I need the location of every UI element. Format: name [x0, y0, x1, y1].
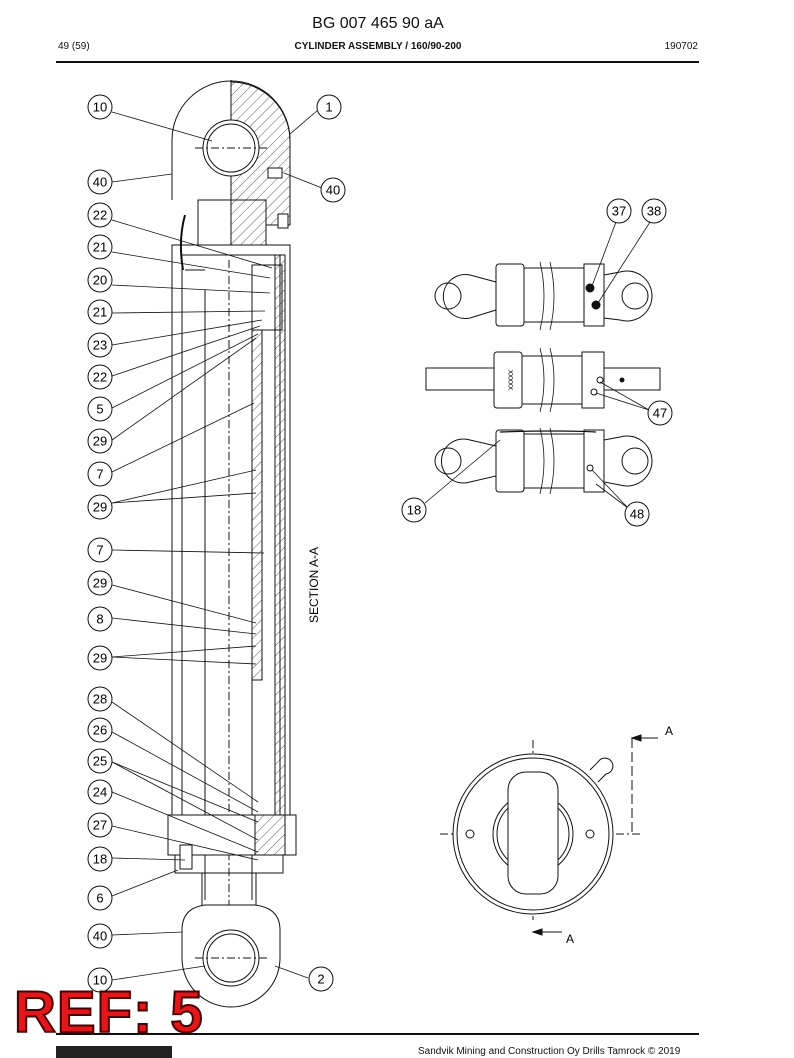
- svg-text:5: 5: [96, 402, 103, 417]
- balloon: 37: [606, 198, 632, 224]
- balloon: 18: [87, 846, 113, 872]
- balloons-views: 37 38 47 18 48: [401, 198, 673, 527]
- svg-text:10: 10: [93, 973, 107, 988]
- svg-text:27: 27: [93, 818, 107, 833]
- section-a-a-label: SECTION A-A: [307, 547, 321, 623]
- svg-text:20: 20: [93, 273, 107, 288]
- balloon: 2: [308, 966, 334, 992]
- balloon: 28: [87, 686, 113, 712]
- leader-lines: [111, 109, 323, 981]
- balloon: 10: [87, 94, 113, 120]
- balloon: 24: [87, 779, 113, 805]
- section-marker-a-top: A: [665, 724, 673, 738]
- balloon: 25: [87, 748, 113, 774]
- balloon: 7: [87, 461, 113, 487]
- balloon: 6: [87, 885, 113, 911]
- svg-text:21: 21: [93, 305, 107, 320]
- svg-text:22: 22: [93, 370, 107, 385]
- header-rule: [56, 61, 699, 63]
- balloon: 29: [87, 428, 113, 454]
- svg-text:29: 29: [93, 500, 107, 515]
- svg-text:38: 38: [647, 204, 661, 219]
- document-id: BG 007 465 90 aA: [312, 15, 444, 32]
- svg-text:40: 40: [93, 929, 107, 944]
- svg-text:23: 23: [93, 338, 107, 353]
- cylinder-view-top: [434, 261, 653, 331]
- balloons-left: 10 40 22 21 20 21 23 22 5 29 7 29 7 29 8…: [87, 94, 113, 993]
- balloon: 20: [87, 267, 113, 293]
- footer-rule: [56, 1033, 699, 1035]
- svg-text:8: 8: [96, 612, 103, 627]
- svg-text:29: 29: [93, 651, 107, 666]
- balloon: 1: [316, 94, 342, 120]
- balloon: 26: [87, 717, 113, 743]
- balloon: 10: [87, 967, 113, 993]
- svg-text:6: 6: [96, 891, 103, 906]
- svg-text:10: 10: [93, 100, 107, 115]
- balloon: 47: [647, 400, 673, 426]
- balloon: 23: [87, 332, 113, 358]
- svg-text:7: 7: [96, 543, 103, 558]
- svg-text:40: 40: [326, 183, 340, 198]
- svg-text:7: 7: [96, 467, 103, 482]
- balloon: 38: [641, 198, 667, 224]
- balloon: 27: [87, 812, 113, 838]
- balloon: 7: [87, 537, 113, 563]
- svg-text:1: 1: [325, 100, 332, 115]
- cylinder-section-view: [167, 80, 297, 1008]
- balloon: 48: [624, 501, 650, 527]
- svg-text:28: 28: [93, 692, 107, 707]
- svg-text:21: 21: [93, 240, 107, 255]
- balloon: 29: [87, 645, 113, 671]
- svg-text:37: 37: [612, 204, 626, 219]
- svg-text:26: 26: [93, 723, 107, 738]
- balloon: 22: [87, 364, 113, 390]
- balloon: 29: [87, 570, 113, 596]
- section-marker-a-bottom: A: [566, 932, 574, 946]
- svg-text:29: 29: [93, 434, 107, 449]
- brand-logo: [56, 1046, 172, 1058]
- copyright: Sandvik Mining and Construction Oy Drill…: [418, 1046, 681, 1057]
- page-title: CYLINDER ASSEMBLY / 160/90-200: [294, 41, 462, 52]
- balloon: 21: [87, 299, 113, 325]
- balloon: 22: [87, 202, 113, 228]
- svg-text:18: 18: [93, 852, 107, 867]
- svg-text:48: 48: [630, 507, 644, 522]
- ref-overlay-label: REF: 5: [13, 980, 204, 1045]
- svg-text:18: 18: [407, 503, 421, 518]
- balloon: 8: [87, 606, 113, 632]
- svg-text:22: 22: [93, 208, 107, 223]
- balloon: 29: [87, 494, 113, 520]
- rod-markings: xxxxx: [506, 370, 515, 390]
- end-view: [440, 734, 658, 936]
- svg-text:25: 25: [93, 754, 107, 769]
- svg-text:29: 29: [93, 576, 107, 591]
- balloon: 21: [87, 234, 113, 260]
- page-number: 49 (59): [58, 41, 90, 52]
- balloon: 40: [87, 169, 113, 195]
- side-views: [424, 221, 661, 509]
- balloon: 40: [87, 923, 113, 949]
- balloon: 40: [320, 177, 346, 203]
- cylinder-view-bottom: [434, 427, 653, 495]
- balloons-right: 1 40 2: [308, 94, 346, 992]
- svg-text:47: 47: [653, 406, 667, 421]
- svg-text:24: 24: [93, 785, 107, 800]
- svg-text:40: 40: [93, 175, 107, 190]
- revision-date: 190702: [664, 41, 698, 52]
- svg-text:2: 2: [317, 972, 324, 987]
- balloon: 18: [401, 497, 427, 523]
- balloon: 5: [87, 396, 113, 422]
